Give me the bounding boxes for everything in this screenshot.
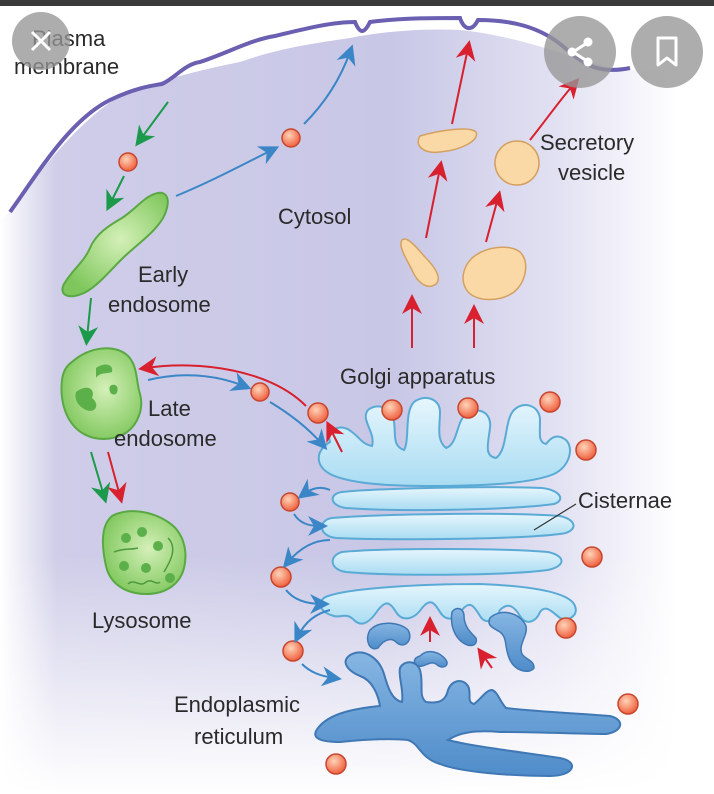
label-late-endosome-1: Late bbox=[148, 396, 191, 421]
arrow bbox=[529, 77, 580, 141]
label-secretory-vesicle-1: Secretory bbox=[540, 130, 634, 155]
arrow bbox=[326, 420, 345, 453]
label-lysosome: Lysosome bbox=[92, 608, 191, 633]
close-button[interactable] bbox=[12, 12, 70, 70]
arrow bbox=[135, 101, 169, 147]
cargo-dot bbox=[539, 391, 561, 413]
lysosome bbox=[101, 510, 187, 596]
lysosome-inclusion bbox=[165, 573, 175, 583]
cisternae-pointer bbox=[533, 503, 577, 531]
arrow bbox=[285, 589, 330, 614]
label-secretory-vesicle-2: vesicle bbox=[558, 160, 625, 185]
cargo-dot bbox=[280, 492, 300, 512]
arrow bbox=[451, 40, 476, 125]
arrow bbox=[78, 297, 99, 346]
arrow bbox=[303, 44, 356, 125]
late-endosome-inclusion bbox=[75, 387, 97, 411]
label-endoplasmic-reticulum-2: reticulum bbox=[194, 724, 283, 749]
arrow bbox=[90, 451, 111, 504]
cargo-dot bbox=[250, 382, 270, 402]
late-endosome bbox=[60, 347, 143, 440]
arrow bbox=[477, 647, 498, 670]
cargo-dot bbox=[555, 617, 577, 639]
label-late-endosome-2: endosome bbox=[114, 426, 217, 451]
arrow bbox=[269, 401, 328, 451]
share-icon bbox=[567, 37, 593, 67]
cargo-dot bbox=[281, 128, 301, 148]
bookmark-icon bbox=[656, 36, 678, 67]
endocytic-arrows bbox=[78, 101, 169, 504]
arrow bbox=[282, 539, 331, 569]
arrow bbox=[293, 513, 328, 536]
arrow bbox=[107, 451, 127, 504]
arrow bbox=[294, 609, 331, 644]
vesicle bbox=[462, 246, 527, 301]
er-transition-elements bbox=[366, 607, 535, 673]
label-golgi-apparatus: Golgi apparatus bbox=[340, 364, 495, 389]
cargo-dot bbox=[270, 566, 292, 588]
arrow bbox=[297, 478, 331, 499]
lysosome-membrane-fragment bbox=[163, 537, 174, 573]
cargo-molecules bbox=[118, 128, 639, 775]
cargo-dot bbox=[307, 402, 329, 424]
arrow bbox=[485, 190, 505, 243]
recycling-arrows bbox=[147, 44, 356, 687]
arrow bbox=[106, 175, 125, 212]
lysosome-inclusion bbox=[141, 563, 151, 573]
secretory-arrows bbox=[107, 40, 580, 670]
label-cytosol: Cytosol bbox=[278, 204, 351, 229]
arrow bbox=[147, 372, 252, 391]
cargo-dot bbox=[325, 753, 347, 775]
arrow bbox=[301, 663, 342, 687]
cargo-dot bbox=[118, 152, 138, 172]
share-button[interactable] bbox=[544, 16, 616, 88]
arrow bbox=[425, 160, 448, 239]
vesicle bbox=[400, 238, 440, 288]
endoplasmic-reticulum bbox=[314, 651, 621, 778]
lysosome-inclusion bbox=[119, 561, 129, 571]
late-endosome-inclusion bbox=[96, 364, 113, 378]
vesicle bbox=[417, 128, 478, 154]
close-icon bbox=[30, 30, 52, 52]
lysosome-membrane-fragment bbox=[127, 580, 161, 585]
label-early-endosome-2: endosome bbox=[108, 292, 211, 317]
golgi-apparatus bbox=[317, 396, 577, 625]
arrow bbox=[138, 356, 307, 407]
cargo-dot bbox=[581, 546, 603, 568]
lysosome-inclusion bbox=[137, 527, 147, 537]
cargo-dot bbox=[617, 693, 639, 715]
lysosome-inclusion bbox=[153, 541, 163, 551]
early-endosome bbox=[61, 191, 169, 298]
lysosome-inclusion bbox=[121, 533, 131, 543]
label-endoplasmic-reticulum-1: Endoplasmic bbox=[174, 692, 300, 717]
cargo-dot bbox=[575, 439, 597, 461]
label-cisternae: Cisternae bbox=[578, 488, 672, 513]
cargo-dot bbox=[381, 399, 403, 421]
secretory-vesicle bbox=[494, 140, 540, 186]
bookmark-button[interactable] bbox=[631, 16, 703, 88]
plasma-membrane bbox=[8, 15, 631, 214]
arrow bbox=[175, 146, 280, 197]
late-endosome-inclusion bbox=[109, 384, 118, 395]
cargo-dot bbox=[457, 397, 479, 419]
cargo-dot bbox=[282, 640, 304, 662]
lysosome-membrane-fragment bbox=[113, 547, 139, 553]
label-early-endosome-1: Early bbox=[138, 262, 188, 287]
